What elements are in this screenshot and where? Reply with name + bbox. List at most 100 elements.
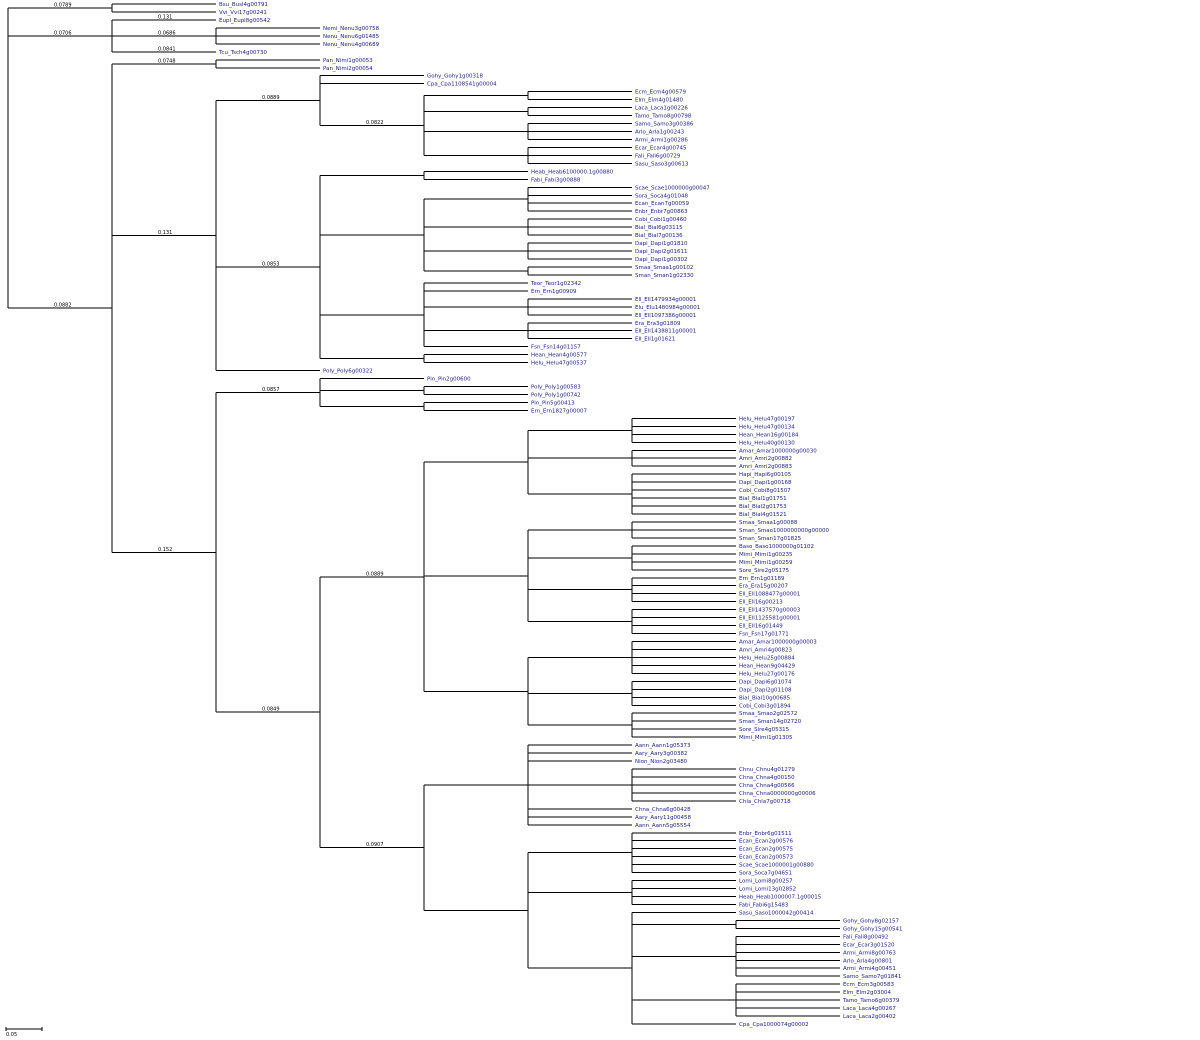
- leaf-label: Ecan_Ecan7g00059: [635, 201, 689, 207]
- leaf-label: Sman_Sman1g02330: [635, 273, 694, 279]
- leaf-label: Smaa_Smaa1g00102: [635, 265, 693, 271]
- scale-bar-label: 0.05: [6, 1032, 17, 1038]
- leaf-label: Helu_Helu25g00884: [739, 655, 795, 661]
- branch-support-value: 0.0789: [54, 2, 72, 8]
- leaf-label: Aary_Aary3g00382: [635, 751, 688, 757]
- leaf-label: Laca_Laca2g00402: [843, 1014, 896, 1020]
- leaf-label: Scae_Scae1000001g00880: [739, 863, 814, 869]
- leaf-label: Elm_Elm2g03004: [843, 990, 891, 996]
- leaf-label: Sore_Sire2g05175: [739, 568, 790, 574]
- leaf-label: Sman_Smao1000000000g00000: [739, 528, 830, 534]
- leaf-label: Ell_Ell1088477g00001: [739, 592, 800, 598]
- leaf-label: Dapi_Dapi2g01611: [635, 249, 688, 255]
- leaf-label: Lomi_Lomi13g02852: [739, 887, 796, 893]
- leaf-label: Sman_Sman14g02720: [739, 719, 802, 725]
- leaf-label: Chna_Chna0000000g00006: [739, 791, 816, 797]
- branch-support-value: 0.0822: [366, 120, 384, 126]
- leaf-label: Amar_Amar1000000g00030: [739, 448, 817, 454]
- branch-support-value: 0.0889: [366, 571, 384, 577]
- leaf-label: Elm_Elm4g01480: [635, 98, 683, 104]
- leaf-label: Fabi_Fabi6g15483: [739, 902, 789, 908]
- leaf-label: Helu_Helu27g00176: [739, 671, 795, 677]
- leaf-label: Hean_Hean16g00184: [739, 432, 799, 438]
- leaf-label: Heab_Heab6100000.1g00880: [531, 169, 614, 175]
- leaf-label: Chna_Chna4g00566: [739, 783, 795, 789]
- leaf-label: Sore_Sire4g05315: [739, 727, 790, 733]
- leaf-label: Bial_Bial10g00685: [739, 695, 791, 701]
- leaf-label: Ecan_Ecan2g00575: [739, 847, 793, 853]
- leaf-label: Smaa_Smao2g02572: [739, 711, 797, 717]
- leaf-label: Gohy_Gohy15g00541: [843, 926, 902, 932]
- leaf-label: Ecar_Ecar4g00745: [635, 145, 687, 151]
- leaf-label: Fsn_Fsn17g01771: [739, 632, 789, 638]
- branch-support-value: 0.0889: [262, 95, 280, 101]
- leaf-label: Cobi_Cobi8g01507: [739, 488, 791, 494]
- leaf-label: Armi_Armi1g00286: [635, 137, 688, 143]
- branch-support-value: 0.0686: [158, 30, 176, 36]
- leaf-label: Baso_Baso1000000g01102: [739, 544, 814, 550]
- branch-support-value: 0.0706: [54, 30, 72, 36]
- leaf-label: Poly_Poly1g00742: [531, 392, 581, 398]
- leaf-label: Helu_Helu47g00537: [531, 361, 587, 367]
- leaf-label: Tamo_Tamo6g00379: [842, 998, 900, 1004]
- leaf-label: Helu_Helu47g00134: [739, 424, 795, 430]
- leaf-label: Samo_Samo7g01841: [843, 974, 901, 980]
- leaf-label: Ell_Ell1437570g00003: [739, 608, 801, 614]
- leaf-label: Bial_Bial6g03115: [635, 225, 683, 231]
- leaf-label: Nemi_Nenu3g00758: [323, 26, 380, 32]
- leaf-label: Bial_Bial7g00136: [635, 233, 683, 239]
- leaf-label: Ern_Ern1g01189: [739, 576, 785, 582]
- branch-support-value: 0.131: [158, 14, 172, 20]
- leaf-label: Ell_Ell1479934g00001: [635, 297, 696, 303]
- leaf-label: Fsn_Fsn14g01157: [531, 345, 581, 351]
- leaf-label: Helu_Helu47g00197: [739, 416, 795, 422]
- leaf-label: Ern_Ern1827g00007: [531, 408, 587, 414]
- branch-support-value: 0.0857: [262, 387, 280, 393]
- leaf-label: Heab_Heab1000007.1g00015: [739, 895, 822, 901]
- leaf-label: Amri_Amri4g00823: [739, 647, 793, 653]
- branch-support-value: 0.131: [158, 230, 172, 236]
- leaf-label: Smaa_Smaa1g00088: [739, 520, 798, 526]
- leaf-label: Eupl_Eupl8g00542: [219, 18, 270, 24]
- leaf-label: Fabi_Fabi3g00888: [531, 177, 581, 183]
- branch-support-value: 0.0907: [366, 842, 384, 848]
- leaf-label: Armi_Armi8g00763: [843, 950, 896, 956]
- leaf-label: Helu_Helu40g00130: [739, 440, 795, 446]
- leaf-label: Era_Era3g01809: [635, 321, 681, 327]
- leaf-label: Ern_Ern1g00909: [531, 289, 577, 295]
- leaf-label: Cpa_Cpa1000074g00002: [739, 1022, 809, 1028]
- leaf-label: Hean_Hean9g04429: [739, 663, 795, 669]
- leaf-label: Pin_Pin2g00600: [427, 377, 471, 383]
- branch-support-value: 0.0849: [262, 707, 280, 713]
- leaf-label: Bial_Bial4g01521: [739, 512, 787, 518]
- leaf-label: Dapi_Dapi2g01108: [739, 687, 792, 693]
- leaf-label: Amar_Amar1000000g00003: [739, 640, 817, 646]
- leaf-label: Teor_Teor1g02342: [530, 281, 581, 287]
- leaf-label: Poly_Poly1g00583: [531, 385, 581, 391]
- leaf-label: Ecar_Ecar3g01520: [843, 942, 895, 948]
- leaf-label: Sasu_Saso1000042g00414: [739, 910, 814, 916]
- leaf-label: Chna_Chna4g00150: [739, 775, 795, 781]
- leaf-label: Gohy_Gohy8g02157: [843, 918, 899, 924]
- leaf-label: Ell_Ell1125581g00001: [739, 616, 800, 622]
- leaf-label: Scae_Scae1000000g00047: [635, 185, 710, 191]
- leaf-label: Cobi_Cobi1g00460: [635, 217, 687, 223]
- leaf-label: Aann_Aann5g05554: [635, 823, 691, 829]
- leaf-label: Hean_Hean4g00577: [531, 353, 587, 359]
- leaf-label: Chnu_Chnu4g01279: [739, 767, 795, 773]
- leaf-label: Ecm_Ecm4g00579: [635, 90, 686, 96]
- leaf-label: Ell_Ell16g00213: [739, 600, 783, 606]
- branch-support-value: 0.0841: [158, 46, 176, 52]
- leaf-label: Fali_Fali8g00492: [843, 934, 888, 940]
- scale-bar: 0.05: [5, 1027, 43, 1038]
- leaf-label: Armi_Armi4g00451: [843, 966, 896, 972]
- leaf-label: Dapi_Dapi6g01074: [739, 679, 792, 685]
- leaf-label: Era_Era15g00207: [739, 584, 788, 590]
- leaf-label: Elu_Elu1480984g00001: [635, 305, 700, 311]
- leaf-label: Laca_Laca4g00267: [843, 1006, 896, 1012]
- leaf-label: Ell_Ell1097386g00001: [635, 313, 696, 319]
- leaf-label: Fali_Fali6g00729: [635, 153, 681, 159]
- leaf-label: Sman_Sman17g01825: [739, 536, 802, 542]
- leaf-label: Samo_Samo3g00386: [635, 122, 694, 128]
- leaf-label: Enbr_Enbr6g01511: [739, 831, 792, 837]
